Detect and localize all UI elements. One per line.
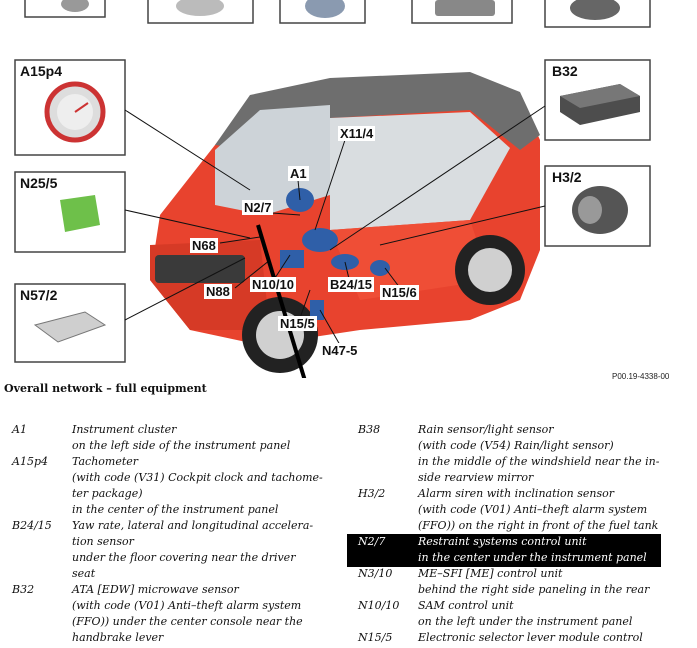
legend-line: Restraint systems control unit <box>418 535 587 548</box>
legend-code: H3/2 <box>358 487 386 500</box>
legend-entry: N10/10 SAM control unit on the left unde… <box>358 598 688 630</box>
legend-line: (with code (V01) Anti–theft alarm system <box>72 599 302 612</box>
legend-code: B32 <box>12 583 35 596</box>
box-label-h3-2: H3/2 <box>552 169 582 185</box>
legend-code: A1 <box>12 423 27 436</box>
box-label-n25-5: N25/5 <box>20 175 58 191</box>
legend-line: in the center of the instrument panel <box>72 503 279 516</box>
legend-line: Yaw rate, lateral and longitudinal accel… <box>72 519 314 532</box>
legend-right-column: B38 Rain sensor/light sensor (with code … <box>358 422 688 646</box>
vehicle-network-figure: A15p4 B32 N25/5 H3/2 N57/2 X11/4 A1 N2/7… <box>14 0 651 378</box>
legend-code: A15p4 <box>12 455 48 468</box>
box-label-a15p4: A15p4 <box>20 63 63 79</box>
legend-line: behind the right side paneling in the re… <box>418 583 650 596</box>
callout-n15-5: N15/5 <box>278 316 317 331</box>
section-heading: Overall network – full equipment <box>4 382 207 395</box>
callout-n47-5: N47-5 <box>320 343 360 358</box>
legend-line: in the middle of the windshield near the… <box>418 455 660 468</box>
callout-a1: A1 <box>288 166 309 181</box>
legend-line: Tachometer <box>72 455 139 468</box>
callout-n15-6: N15/6 <box>380 285 419 300</box>
callout-n10-10: N10/10 <box>250 277 296 292</box>
legend-line: ATA [EDW] microwave sensor <box>72 583 239 596</box>
legend-line: under the floor covering near the driver <box>72 551 296 564</box>
legend-entry: B38 Rain sensor/light sensor (with code … <box>358 422 688 486</box>
legend-line: (with code (V54) Rain/light sensor) <box>418 439 614 452</box>
legend-left-column: A1 Instrument cluster on the left side o… <box>12 422 332 646</box>
highlight-bar <box>347 534 661 567</box>
legend-line: Electronic selector lever module control <box>418 631 643 644</box>
callout-x11-4: X11/4 <box>338 126 376 141</box>
legend-entry: B32 ATA [EDW] microwave sensor (with cod… <box>12 582 332 646</box>
legend-entry: A1 Instrument cluster on the left side o… <box>12 422 332 454</box>
legend-line: side rearview mirror <box>418 471 534 484</box>
legend-line: Instrument cluster <box>72 423 177 436</box>
legend-entry-highlighted: N2/7 Restraint systems control unit in t… <box>358 534 688 566</box>
callout-n88: N88 <box>204 284 232 299</box>
legend-entry: N3/10 ME–SFI [ME] control unit behind th… <box>358 566 688 598</box>
legend-line: seat <box>72 567 96 580</box>
legend-line: (with code (V01) Anti–theft alarm system <box>418 503 648 516</box>
legend-code: N10/10 <box>358 599 400 612</box>
legend-line: handbrake lever <box>72 631 164 644</box>
box-label-n57-2: N57/2 <box>20 287 58 303</box>
legend-code: N3/10 <box>358 567 393 580</box>
legend-line: ME–SFI [ME] control unit <box>418 567 563 580</box>
legend-line: on the left under the instrument panel <box>418 615 633 628</box>
legend-entry: B24/15 Yaw rate, lateral and longitudina… <box>12 518 332 582</box>
legend-code: N2/7 <box>358 535 386 548</box>
legend-line: (FFO)) under the center console near the <box>72 615 303 628</box>
legend-line: (FFO)) on the right in front of the fuel… <box>418 519 659 532</box>
image-code: P00.19-4338-00 <box>612 372 670 381</box>
legend-line: ter package) <box>72 487 143 500</box>
callout-n68: N68 <box>190 238 218 253</box>
legend-line: tion sensor <box>72 535 134 548</box>
box-label-b32: B32 <box>552 63 578 79</box>
car-illustration <box>14 0 651 378</box>
legend-line: (with code (V31) Cockpit clock and tacho… <box>72 471 323 484</box>
callout-b24-15: B24/15 <box>328 277 374 292</box>
legend-code: B38 <box>358 423 381 436</box>
legend-line: Rain sensor/light sensor <box>418 423 554 436</box>
legend-line: in the center under the instrument panel <box>418 551 647 564</box>
legend-line: on the left side of the instrument panel <box>72 439 291 452</box>
legend-code: N15/5 <box>358 631 393 644</box>
legend-code: B24/15 <box>12 519 52 532</box>
callout-n2-7: N2/7 <box>242 200 274 215</box>
legend-entry: H3/2 Alarm siren with inclination sensor… <box>358 486 688 534</box>
legend-entry: N15/5 Electronic selector lever module c… <box>358 630 688 646</box>
legend-line: SAM control unit <box>418 599 514 612</box>
legend-line: Alarm siren with inclination sensor <box>418 487 615 500</box>
legend-entry: A15p4 Tachometer (with code (V31) Cockpi… <box>12 454 332 518</box>
